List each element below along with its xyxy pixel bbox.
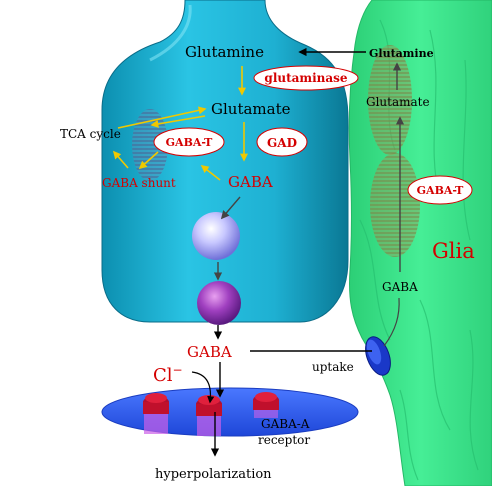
receptor-channel	[196, 395, 222, 436]
label-glutamate-neuron: Glutamate	[211, 100, 291, 118]
label-gaba-a-line2: receptor	[258, 433, 310, 447]
label-hyperpolarization: hyperpolarization	[155, 467, 272, 482]
arrow-shunt-to-tca	[112, 150, 129, 169]
label-glutamate-glia: Glutamate	[366, 95, 430, 109]
mitochondrion-glia-top-stripes	[368, 45, 412, 155]
receptor-channel	[143, 393, 169, 434]
arrow-vesicle-load	[220, 196, 241, 220]
gaba-a-receptor-channels	[143, 392, 279, 436]
label-gaba-t-neuron: GABA-T	[166, 136, 214, 149]
vesicle-empty	[192, 212, 240, 260]
chloride-superscript: −	[173, 363, 183, 377]
label-gaba-t-glia: GABA-T	[417, 184, 465, 197]
chloride-base: Cl	[153, 365, 173, 386]
label-gad: GAD	[267, 136, 297, 150]
label-glia: Glia	[432, 239, 475, 263]
arrow-tca-glutamate-back	[150, 115, 206, 128]
vesicle-filled	[197, 281, 241, 325]
label-gaba-shunt: GABA shunt	[102, 176, 176, 190]
gaba-t-neuron-oval	[153, 127, 225, 157]
receptor-channel	[253, 392, 279, 418]
neuron-highlight	[149, 4, 192, 62]
mitochondrion-glia-bottom-stripes	[370, 153, 420, 257]
label-glutamine-neuron: Glutamine	[185, 43, 264, 61]
gaba-transporter	[365, 336, 391, 376]
arrow-tca-to-glutamate	[117, 106, 207, 129]
label-gaba-a-line1: GABA-A	[261, 417, 310, 431]
gaba-t-glia-oval	[407, 175, 473, 205]
yellow-metabolic-arrows	[112, 66, 248, 181]
label-gaba-neuron: GABA	[228, 173, 273, 191]
label-chloride: Cl−	[153, 363, 183, 386]
arrow-gaba-t-to-shunt	[138, 151, 159, 170]
postsynaptic-membrane	[101, 387, 359, 437]
gad-oval	[256, 127, 308, 157]
arrow-uptake-into-glia	[383, 297, 400, 347]
glutaminase-oval	[253, 65, 359, 91]
label-uptake: uptake	[312, 360, 354, 374]
label-gaba-synapse: GABA	[187, 343, 232, 361]
arrow-chloride	[191, 371, 215, 404]
label-glutamine-glia: Glutamine	[369, 47, 434, 60]
label-tca-cycle: TCA cycle	[60, 127, 121, 141]
arrow-gaba-to-shunt	[200, 165, 221, 181]
label-glutaminase: glutaminase	[264, 71, 348, 85]
label-gaba-glia: GABA	[382, 280, 418, 294]
